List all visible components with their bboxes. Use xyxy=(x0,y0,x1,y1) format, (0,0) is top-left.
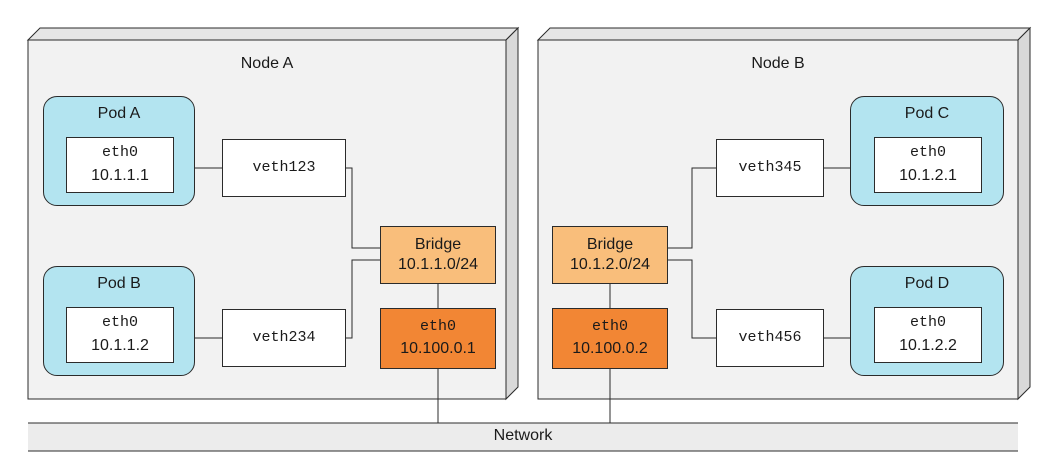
pod-d-ip: 10.1.2.2 xyxy=(899,336,957,354)
pod-c: Pod C eth0 10.1.2.1 xyxy=(850,96,1004,206)
pod-a-eth0: eth0 10.1.1.1 xyxy=(66,137,174,193)
node-a-eth-ip: 10.100.0.1 xyxy=(400,340,476,358)
node-b-title: Node B xyxy=(751,55,805,72)
pod-c-title: Pod C xyxy=(904,105,950,122)
pod-a: Pod A eth0 10.1.1.1 xyxy=(43,96,195,206)
node-b-eth-name: eth0 xyxy=(591,317,628,335)
pod-a-title: Pod A xyxy=(97,105,141,122)
pod-c-eth0: eth0 10.1.2.1 xyxy=(874,137,982,193)
pod-d: Pod D eth0 10.1.2.2 xyxy=(850,266,1004,376)
bridge-a: Bridge 10.1.1.0/24 xyxy=(380,226,496,284)
connector-lines xyxy=(195,167,850,423)
pod-c-iface-name: eth0 xyxy=(909,144,946,162)
node-b-eth-ip: 10.100.0.2 xyxy=(572,340,648,358)
link-veth345-bridge-b xyxy=(668,167,716,249)
node-b-eth0: eth0 10.100.0.2 xyxy=(552,308,668,369)
veth123-box: veth123 xyxy=(222,139,346,197)
node-a-title: Node A xyxy=(240,55,294,72)
pod-b-ip: 10.1.1.2 xyxy=(91,336,149,354)
pod-b-iface-name: eth0 xyxy=(101,314,138,332)
network-label: Network xyxy=(493,427,553,444)
pod-b: Pod B eth0 10.1.1.2 xyxy=(43,266,195,376)
pod-b-title: Pod B xyxy=(97,275,141,292)
bridge-a-cidr: 10.1.1.0/24 xyxy=(397,256,479,273)
pod-d-title: Pod D xyxy=(904,275,950,292)
pod-a-iface-name: eth0 xyxy=(101,144,138,162)
pod-d-eth0: eth0 10.1.2.2 xyxy=(874,307,982,363)
pod-a-ip: 10.1.1.1 xyxy=(91,166,149,184)
link-veth234-bridge-a xyxy=(346,259,380,339)
pod-b-eth0: eth0 10.1.1.2 xyxy=(66,307,174,363)
veth456-box: veth456 xyxy=(716,309,824,367)
node-a-eth0: eth0 10.100.0.1 xyxy=(380,308,496,369)
bridge-a-label: Bridge xyxy=(414,236,462,253)
pod-c-ip: 10.1.2.1 xyxy=(899,166,957,184)
network-band xyxy=(28,422,1018,452)
bridge-b-label: Bridge xyxy=(586,236,634,253)
veth345-box: veth345 xyxy=(716,139,824,197)
pod-d-iface-name: eth0 xyxy=(909,314,946,332)
node-a-eth-name: eth0 xyxy=(419,317,456,335)
link-veth123-bridge-a xyxy=(346,167,380,249)
bridge-b-cidr: 10.1.2.0/24 xyxy=(569,256,651,273)
veth234-box: veth234 xyxy=(222,309,346,367)
link-veth456-bridge-b xyxy=(668,259,716,339)
bridge-b: Bridge 10.1.2.0/24 xyxy=(552,226,668,284)
